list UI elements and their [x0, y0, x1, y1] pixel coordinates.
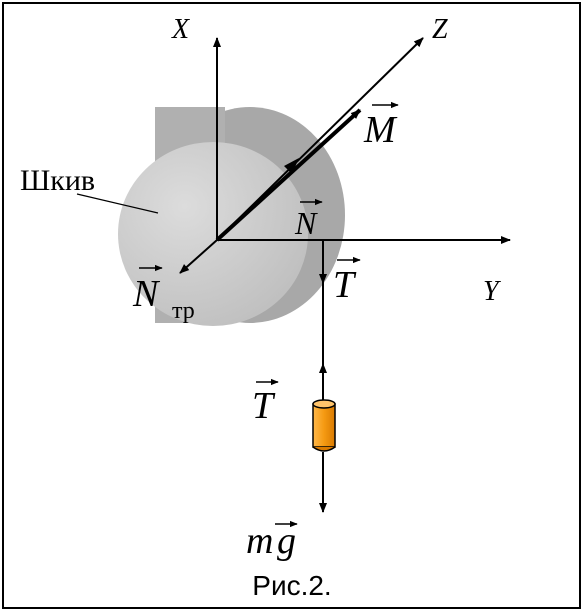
hanging-weight	[312, 399, 336, 452]
friction-vector	[179, 239, 218, 274]
pulley-label: Шкив	[20, 164, 95, 197]
weight-bottom-edge	[312, 446, 336, 452]
axis-label-z: Z	[432, 14, 448, 45]
axis-label-x: X	[171, 14, 190, 45]
tension-upper-label: T	[333, 256, 361, 306]
friction-subscript: тр	[172, 298, 195, 324]
weight-body	[312, 403, 336, 448]
pulley-front-face	[118, 142, 308, 326]
friction-label: N тр	[132, 264, 195, 324]
tension-upper-symbol: T	[333, 264, 357, 306]
normal-label: N	[294, 198, 323, 241]
moment-label: M	[363, 101, 399, 151]
tension-lower-symbol: T	[252, 385, 276, 427]
gravity-symbol: g	[277, 520, 296, 562]
friction-symbol: N	[132, 273, 161, 315]
gravity-prefix: m	[246, 520, 273, 562]
moment-mid-arrowhead	[284, 158, 299, 174]
moment-vector	[215, 108, 362, 242]
figure-caption: Рис.2.	[252, 570, 331, 601]
normal-symbol: N	[294, 205, 318, 241]
tension-lower-label: T	[252, 378, 279, 427]
gravity-label: m g	[246, 520, 298, 562]
weight-top-cap	[312, 399, 336, 409]
moment-symbol: M	[363, 109, 398, 151]
pulley-leader-line	[76, 193, 159, 214]
axis-label-y: Y	[483, 276, 502, 307]
